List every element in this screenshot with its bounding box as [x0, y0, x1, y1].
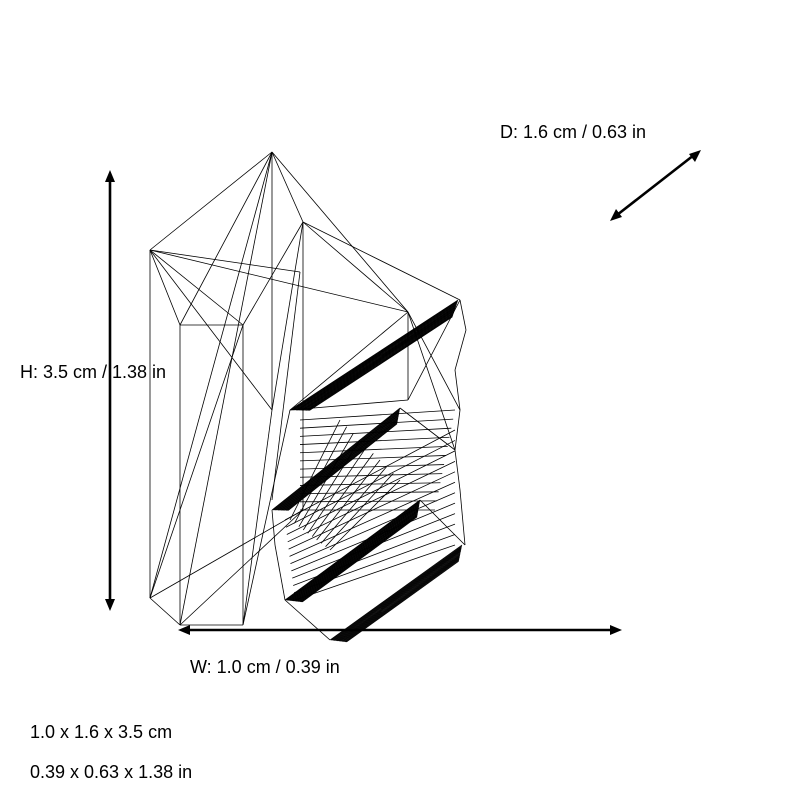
summary-imperial: 0.39 x 0.63 x 1.38 in: [30, 762, 192, 782]
height-arrow: [105, 170, 115, 611]
height-label: H: 3.5 cm / 1.38 in: [20, 362, 166, 382]
width-arrow: [178, 625, 622, 635]
depth-label: D: 1.6 cm / 0.63 in: [500, 122, 646, 142]
wireframe-model: [149, 151, 467, 643]
width-label: W: 1.0 cm / 0.39 in: [190, 657, 340, 677]
summary-metric: 1.0 x 1.6 x 3.5 cm: [30, 722, 172, 742]
depth-arrow: [610, 150, 701, 221]
